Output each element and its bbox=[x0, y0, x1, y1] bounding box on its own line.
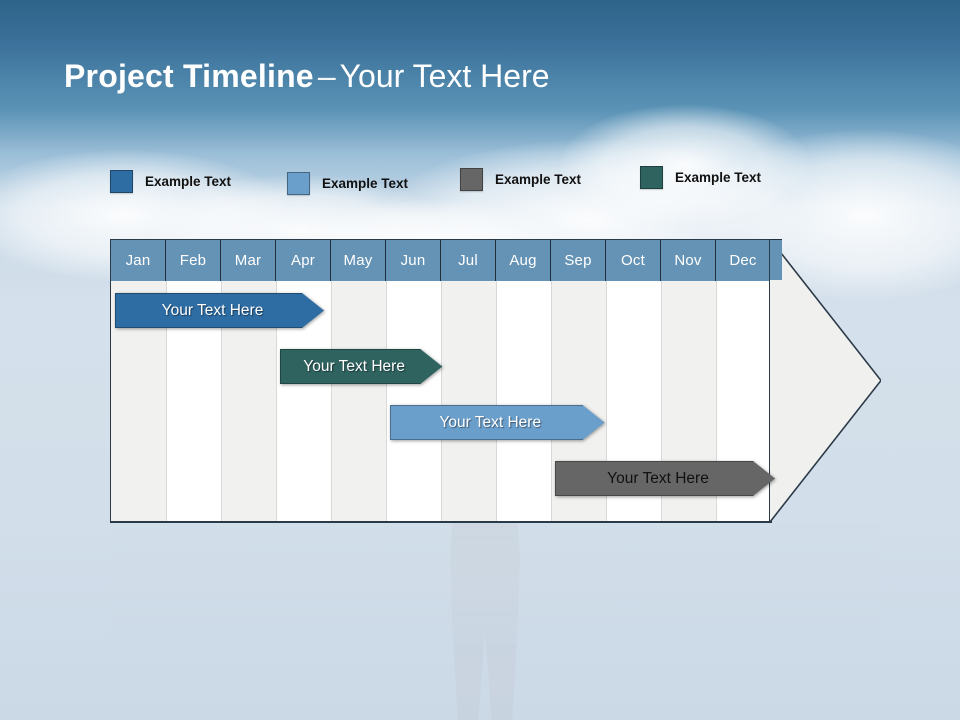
task-bar-shape-1 bbox=[115, 293, 324, 328]
legend-item-4: Example Text bbox=[640, 166, 761, 189]
task-bar-2[interactable]: Your Text Here bbox=[280, 349, 442, 384]
header-tail-segment bbox=[770, 239, 782, 280]
title-sub-text: Your Text Here bbox=[339, 58, 550, 94]
legend-label-3: Example Text bbox=[495, 172, 582, 187]
legend-item-2: Example Text bbox=[287, 172, 408, 195]
task-bar-3[interactable]: Your Text Here bbox=[390, 405, 605, 440]
month-column-mar bbox=[221, 240, 276, 521]
month-header-feb[interactable]: Feb bbox=[166, 240, 221, 281]
task-bar-label-1: Your Text Here bbox=[161, 301, 264, 319]
column-divider bbox=[276, 281, 277, 521]
column-divider bbox=[551, 281, 552, 521]
legend-swatch-1 bbox=[110, 170, 133, 193]
column-divider bbox=[496, 281, 497, 521]
task-bar-shape-3 bbox=[390, 405, 605, 440]
task-bar-label-4: Your Text Here bbox=[607, 469, 709, 487]
title-dash: – bbox=[317, 58, 336, 94]
legend-swatch-2 bbox=[287, 172, 310, 195]
month-header-apr[interactable]: Apr bbox=[276, 240, 331, 281]
legend-item-3: Example Text bbox=[460, 168, 581, 191]
column-divider bbox=[606, 281, 607, 521]
column-divider bbox=[221, 281, 222, 521]
chart-baseline bbox=[110, 521, 772, 523]
column-divider bbox=[716, 281, 717, 521]
month-header-sep[interactable]: Sep bbox=[551, 240, 606, 281]
column-divider bbox=[441, 281, 442, 521]
legend-swatch-4 bbox=[640, 166, 663, 189]
month-header-jun[interactable]: Jun bbox=[386, 240, 441, 281]
legend-item-1: Example Text bbox=[110, 170, 231, 193]
month-header-aug[interactable]: Aug bbox=[496, 240, 551, 281]
month-column-jan bbox=[111, 240, 166, 521]
column-divider bbox=[661, 281, 662, 521]
task-bar-label-3: Your Text Here bbox=[439, 413, 542, 431]
legend-label-1: Example Text bbox=[145, 174, 232, 189]
task-bar-label-2: Your Text Here bbox=[303, 357, 405, 375]
legend-label-4: Example Text bbox=[675, 170, 762, 185]
task-bar-shape-4 bbox=[555, 461, 775, 496]
page-title: Project Timeline–Your Text Here bbox=[64, 58, 550, 95]
month-header-jul[interactable]: Jul bbox=[441, 240, 496, 281]
month-column-jul bbox=[441, 240, 496, 521]
month-header-oct[interactable]: Oct bbox=[606, 240, 661, 281]
column-divider bbox=[331, 281, 332, 521]
month-header-dec[interactable]: Dec bbox=[716, 240, 769, 281]
month-header-jan[interactable]: Jan bbox=[111, 240, 166, 281]
legend-label-2: Example Text bbox=[322, 176, 409, 191]
column-divider bbox=[166, 281, 167, 521]
person-silhouette bbox=[450, 500, 520, 720]
task-bar-1[interactable]: Your Text Here bbox=[115, 293, 324, 328]
timeline-arrow-head bbox=[769, 239, 881, 522]
month-column-aug bbox=[496, 240, 551, 521]
legend-swatch-3 bbox=[460, 168, 483, 191]
column-divider bbox=[386, 281, 387, 521]
title-main-text: Project Timeline bbox=[64, 58, 314, 94]
month-header-may[interactable]: May bbox=[331, 240, 386, 281]
month-column-feb bbox=[166, 240, 221, 521]
month-header-mar[interactable]: Mar bbox=[221, 240, 276, 281]
legend: Example Text Example Text Example Text Exam… bbox=[110, 160, 830, 206]
task-bar-shape-2 bbox=[280, 349, 442, 384]
month-header-nov[interactable]: Nov bbox=[661, 240, 716, 281]
task-bar-4[interactable]: Your Text Here bbox=[555, 461, 775, 496]
